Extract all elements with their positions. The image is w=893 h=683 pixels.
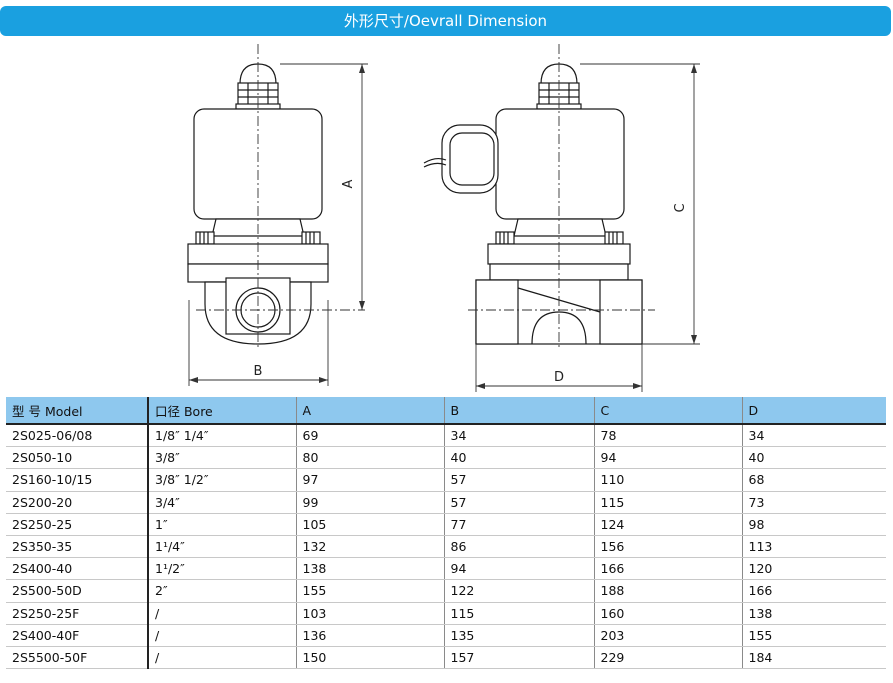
dimension-spec-table: 型 号 Model 口径 Bore A B C D 2S025-06/08 1/…	[6, 397, 886, 670]
cell-bore: 3/8″ 1/2″	[148, 468, 297, 492]
cell-bore: 1¹/2″	[148, 557, 297, 581]
cell-bore: /	[148, 624, 297, 647]
cell-bore: 3/4″	[148, 491, 297, 514]
cell-model: 2S500-50D	[6, 579, 149, 603]
cell-model: 2S5500-50F	[6, 646, 149, 670]
cell-a: 155	[296, 579, 445, 603]
cell-c: 124	[594, 513, 743, 536]
table-row: 2S050-10 3/8″ 80 40 94 40	[6, 446, 886, 470]
cell-b: 157	[444, 646, 595, 670]
cell-model: 2S400-40	[6, 557, 149, 581]
dimension-label-b: B	[254, 364, 263, 379]
cell-model: 2S050-10	[6, 446, 149, 470]
table-row: 2S500-50D 2″ 155 122 188 166	[6, 579, 886, 603]
table-row: 2S025-06/08 1/8″ 1/4″ 69 34 78 34	[6, 424, 886, 448]
cell-a: 105	[296, 513, 445, 536]
dimension-label-c: C	[673, 203, 688, 212]
cell-d: 138	[742, 602, 886, 625]
cell-a: 80	[296, 446, 445, 470]
cell-d: 113	[742, 535, 886, 559]
table-row: 2S200-20 3/4″ 99 57 115 73	[6, 491, 886, 514]
cell-a: 97	[296, 468, 445, 492]
cell-model: 2S250-25	[6, 513, 149, 536]
cell-c: 203	[594, 624, 743, 647]
cell-model: 2S200-20	[6, 491, 149, 514]
cell-d: 73	[742, 491, 886, 514]
valve-dimension-drawing: A C B D	[187, 44, 700, 392]
header-model: 型 号 Model	[6, 397, 149, 425]
dimension-label-d: D	[554, 370, 564, 385]
cell-c: 110	[594, 468, 743, 492]
cell-a: 136	[296, 624, 445, 647]
table-header-row: 型 号 Model 口径 Bore A B C D	[6, 397, 886, 425]
table-row: 2S250-25F / 103 115 160 138	[6, 602, 886, 625]
cell-a: 150	[296, 646, 445, 670]
header-c: C	[594, 397, 743, 425]
cell-b: 34	[444, 424, 595, 448]
cell-d: 184	[742, 646, 886, 670]
cell-d: 68	[742, 468, 886, 492]
cell-a: 132	[296, 535, 445, 559]
cell-b: 40	[444, 446, 595, 470]
cell-a: 69	[296, 424, 445, 448]
cell-a: 138	[296, 557, 445, 581]
header-d: D	[742, 397, 886, 425]
cell-bore: 2″	[148, 579, 297, 603]
cell-c: 78	[594, 424, 743, 448]
cell-b: 115	[444, 602, 595, 625]
cell-bore: 1¹/4″	[148, 535, 297, 559]
cell-model: 2S350-35	[6, 535, 149, 559]
header-b: B	[444, 397, 595, 425]
cell-a: 99	[296, 491, 445, 514]
cell-c: 160	[594, 602, 743, 625]
header-bore: 口径 Bore	[148, 397, 297, 425]
cell-d: 34	[742, 424, 886, 448]
cell-d: 120	[742, 557, 886, 581]
cell-bore: 1″	[148, 513, 297, 536]
cell-bore: 3/8″	[148, 446, 297, 470]
cell-c: 229	[594, 646, 743, 670]
cell-model: 2S400-40F	[6, 624, 149, 647]
table-row: 2S160-10/15 3/8″ 1/2″ 97 57 110 68	[6, 468, 886, 492]
cell-c: 115	[594, 491, 743, 514]
table-row: 2S400-40 1¹/2″ 138 94 166 120	[6, 557, 886, 581]
side-view	[423, 63, 643, 345]
cell-d: 155	[742, 624, 886, 647]
cell-a: 103	[296, 602, 445, 625]
cell-bore: /	[148, 602, 297, 625]
cell-b: 77	[444, 513, 595, 536]
table-row: 2S350-35 1¹/4″ 132 86 156 113	[6, 535, 886, 559]
title-banner: 外形尺寸/Oevrall Dimension	[0, 6, 891, 36]
cell-b: 86	[444, 535, 595, 559]
cell-d: 166	[742, 579, 886, 603]
cell-b: 122	[444, 579, 595, 603]
cell-model: 2S025-06/08	[6, 424, 149, 448]
cell-b: 57	[444, 491, 595, 514]
cell-d: 98	[742, 513, 886, 536]
header-a: A	[296, 397, 445, 425]
cell-c: 94	[594, 446, 743, 470]
dimension-label-a: A	[341, 179, 356, 188]
cell-c: 166	[594, 557, 743, 581]
cell-d: 40	[742, 446, 886, 470]
cell-bore: 1/8″ 1/4″	[148, 424, 297, 448]
table-row: 2S250-25 1″ 105 77 124 98	[6, 513, 886, 536]
cell-model: 2S250-25F	[6, 602, 149, 625]
cell-b: 94	[444, 557, 595, 581]
cell-c: 156	[594, 535, 743, 559]
cell-bore: /	[148, 646, 297, 670]
cell-b: 135	[444, 624, 595, 647]
cell-model: 2S160-10/15	[6, 468, 149, 492]
table-row: 2S5500-50F / 150 157 229 184	[6, 646, 886, 670]
cell-b: 57	[444, 468, 595, 492]
table-row: 2S400-40F / 136 135 203 155	[6, 624, 886, 647]
cell-c: 188	[594, 579, 743, 603]
